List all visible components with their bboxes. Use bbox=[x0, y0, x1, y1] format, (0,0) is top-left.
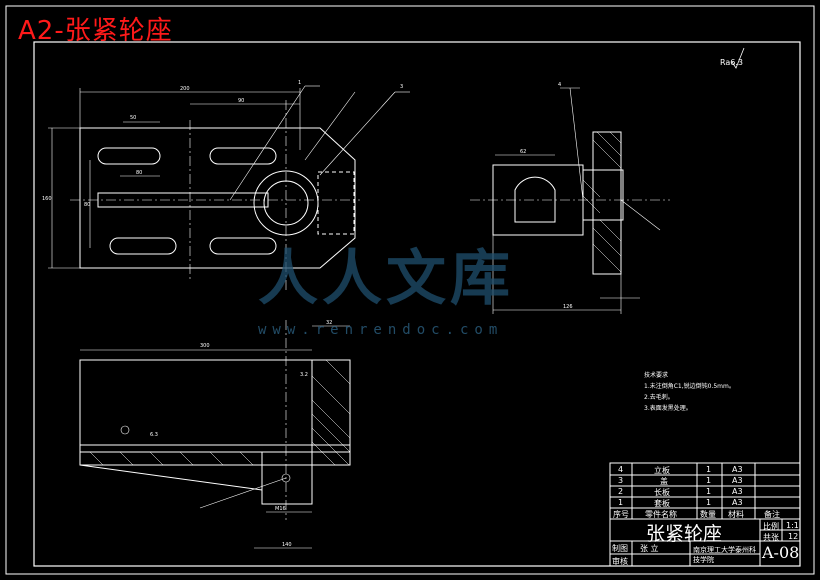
svg-text:160: 160 bbox=[42, 196, 52, 202]
svg-text:90: 90 bbox=[238, 98, 244, 104]
drawn-name: 张 立 bbox=[640, 544, 659, 553]
svg-text:126: 126 bbox=[563, 304, 573, 310]
svg-text:50: 50 bbox=[130, 115, 136, 121]
outer-border bbox=[5, 5, 815, 575]
scale-label: 比例 bbox=[763, 522, 779, 531]
drawing-name: 张紧轮座 bbox=[646, 523, 723, 545]
cell-no: 4 bbox=[618, 465, 624, 474]
svg-text:4: 4 bbox=[558, 82, 561, 88]
svg-text:6.3: 6.3 bbox=[150, 432, 158, 438]
header-name: 零件名称 bbox=[645, 510, 677, 519]
cell-no: 2 bbox=[618, 487, 624, 496]
header-qty: 数量 bbox=[700, 510, 716, 519]
svg-text:M16: M16 bbox=[275, 506, 286, 512]
cell-material: A3 bbox=[732, 487, 743, 496]
scale-value: 1:1 bbox=[786, 521, 799, 530]
svg-text:3.2: 3.2 bbox=[300, 372, 308, 378]
title-block-lines bbox=[609, 462, 801, 567]
cell-material: A3 bbox=[732, 476, 743, 485]
inner-border bbox=[33, 41, 801, 567]
notes-title: 技术要求 bbox=[644, 372, 669, 379]
cell-qty: 1 bbox=[706, 465, 712, 474]
header-remark: 备注 bbox=[764, 510, 780, 519]
cell-name: 套板 bbox=[654, 499, 670, 508]
svg-text:300: 300 bbox=[200, 343, 210, 349]
svg-text:140: 140 bbox=[282, 542, 292, 548]
sheet-value: 12 bbox=[788, 532, 799, 541]
section-view bbox=[79, 320, 351, 549]
svg-text:1: 1 bbox=[298, 80, 301, 86]
drawing-number: A-08 bbox=[762, 543, 800, 562]
svg-text:62: 62 bbox=[520, 149, 526, 155]
notes-item: 3.表面发黑处理。 bbox=[644, 405, 692, 412]
svg-text:80: 80 bbox=[136, 170, 142, 176]
plan-view bbox=[48, 85, 410, 290]
cell-material: A3 bbox=[732, 498, 743, 507]
watermark-url: www.renrendoc.com bbox=[258, 322, 504, 338]
cell-no: 1 bbox=[618, 498, 624, 507]
cell-qty: 1 bbox=[706, 476, 712, 485]
cell-qty: 1 bbox=[706, 487, 712, 496]
cell-name: 长板 bbox=[654, 488, 670, 497]
cell-no: 3 bbox=[618, 476, 624, 485]
notes-item: 1.未注倒角C1,锐边倒钝0.5mm。 bbox=[644, 383, 735, 390]
sheet-label: 共张 bbox=[763, 533, 779, 542]
drawing-title: A2-张紧轮座 bbox=[18, 16, 173, 46]
svg-text:32: 32 bbox=[326, 320, 332, 326]
header-material: 材料 bbox=[728, 510, 744, 519]
svg-text:200: 200 bbox=[180, 86, 190, 92]
technical-notes: 技术要求 1.未注倒角C1,锐边倒钝0.5mm。 2.去毛刺。 3.表面发黑处理… bbox=[644, 370, 735, 414]
cell-material: A3 bbox=[732, 465, 743, 474]
cell-qty: 1 bbox=[706, 498, 712, 507]
check-label: 审核 bbox=[612, 557, 628, 566]
notes-item: 2.去毛刺。 bbox=[644, 394, 674, 401]
cell-name: 立板 bbox=[654, 466, 670, 475]
school-name: 南京理工大学泰州科技学院 bbox=[693, 546, 756, 564]
svg-text:80: 80 bbox=[84, 202, 90, 208]
roughness-label: Ra6.3 bbox=[720, 58, 744, 67]
drawn-label: 制图 bbox=[612, 544, 628, 553]
side-view bbox=[470, 47, 745, 314]
watermark-text: 人人文库 bbox=[258, 244, 514, 314]
cell-name: 盖 bbox=[660, 477, 668, 486]
svg-text:3: 3 bbox=[400, 84, 403, 90]
header-no: 序号 bbox=[613, 510, 629, 519]
